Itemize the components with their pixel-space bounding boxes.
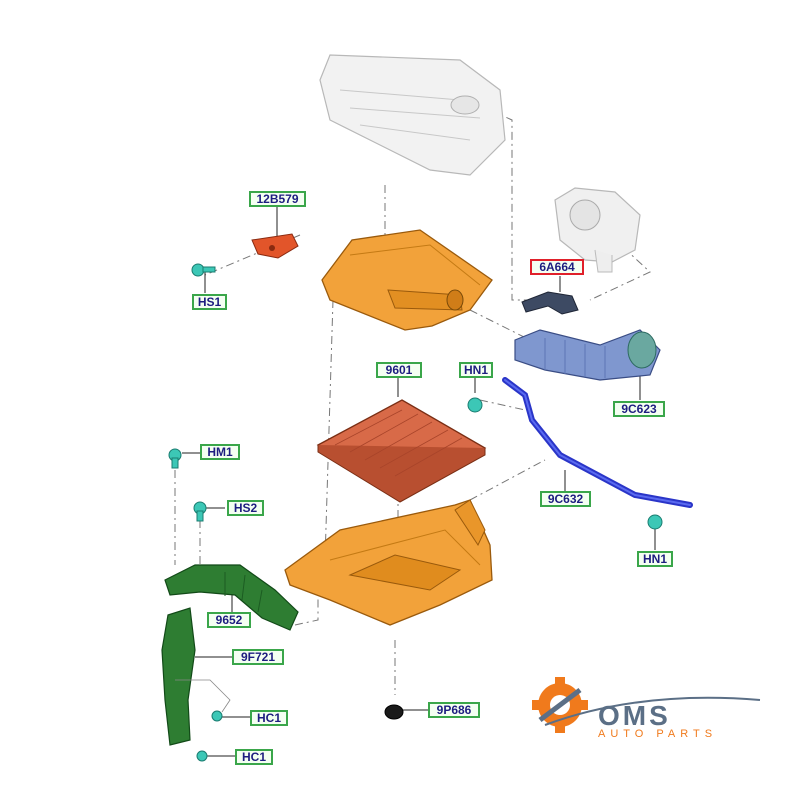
label-12B579: 12B579 [249, 191, 306, 207]
screw-hs2 [193, 501, 207, 522]
clamp-hm1 [168, 448, 182, 469]
air-box-lower [284, 499, 493, 626]
air-filter-9601 [316, 399, 487, 503]
hose-clip-hn1-top [467, 397, 483, 413]
label-9C632: 9C632 [540, 491, 591, 507]
turbo-housing-ghost [554, 187, 641, 273]
label-6A664: 6A664 [530, 259, 584, 275]
label-9P686: 9P686 [428, 702, 480, 718]
label-9652: 9652 [207, 612, 251, 628]
intake-duct-9C623 [514, 329, 661, 381]
label-9C623: 9C623 [613, 401, 665, 417]
grommet-9P686 [384, 704, 404, 720]
duct-9652 [164, 564, 299, 631]
logo-swoosh [544, 696, 761, 726]
engine-cover-ghost [319, 54, 506, 176]
screw-hs1 [191, 263, 216, 277]
label-hn1-bottom: HN1 [637, 551, 673, 567]
gear-icon [532, 677, 588, 733]
label-hc1-b: HC1 [235, 749, 273, 765]
clip-hc1-b [196, 750, 208, 762]
label-connectors [182, 207, 656, 757]
label-hm1: HM1 [200, 444, 240, 460]
bracket-9F721 [161, 607, 231, 746]
label-9F721: 9F721 [232, 649, 284, 665]
air-filter-cover [321, 229, 493, 331]
logo-tagline: AUTO PARTS [598, 728, 718, 740]
logo-wordmark: OMS [598, 700, 671, 731]
label-9601: 9601 [376, 362, 422, 378]
label-hs1: HS1 [192, 294, 227, 310]
label-hn1-top: HN1 [459, 362, 493, 378]
sensor-12B579 [251, 233, 299, 259]
pipe-9C632 [502, 377, 693, 508]
hose-6A664 [521, 291, 579, 315]
label-hc1-a: HC1 [250, 710, 288, 726]
hose-clip-hn1-bottom [647, 514, 663, 530]
clip-hc1-a [211, 710, 223, 722]
label-hs2: HS2 [227, 500, 264, 516]
